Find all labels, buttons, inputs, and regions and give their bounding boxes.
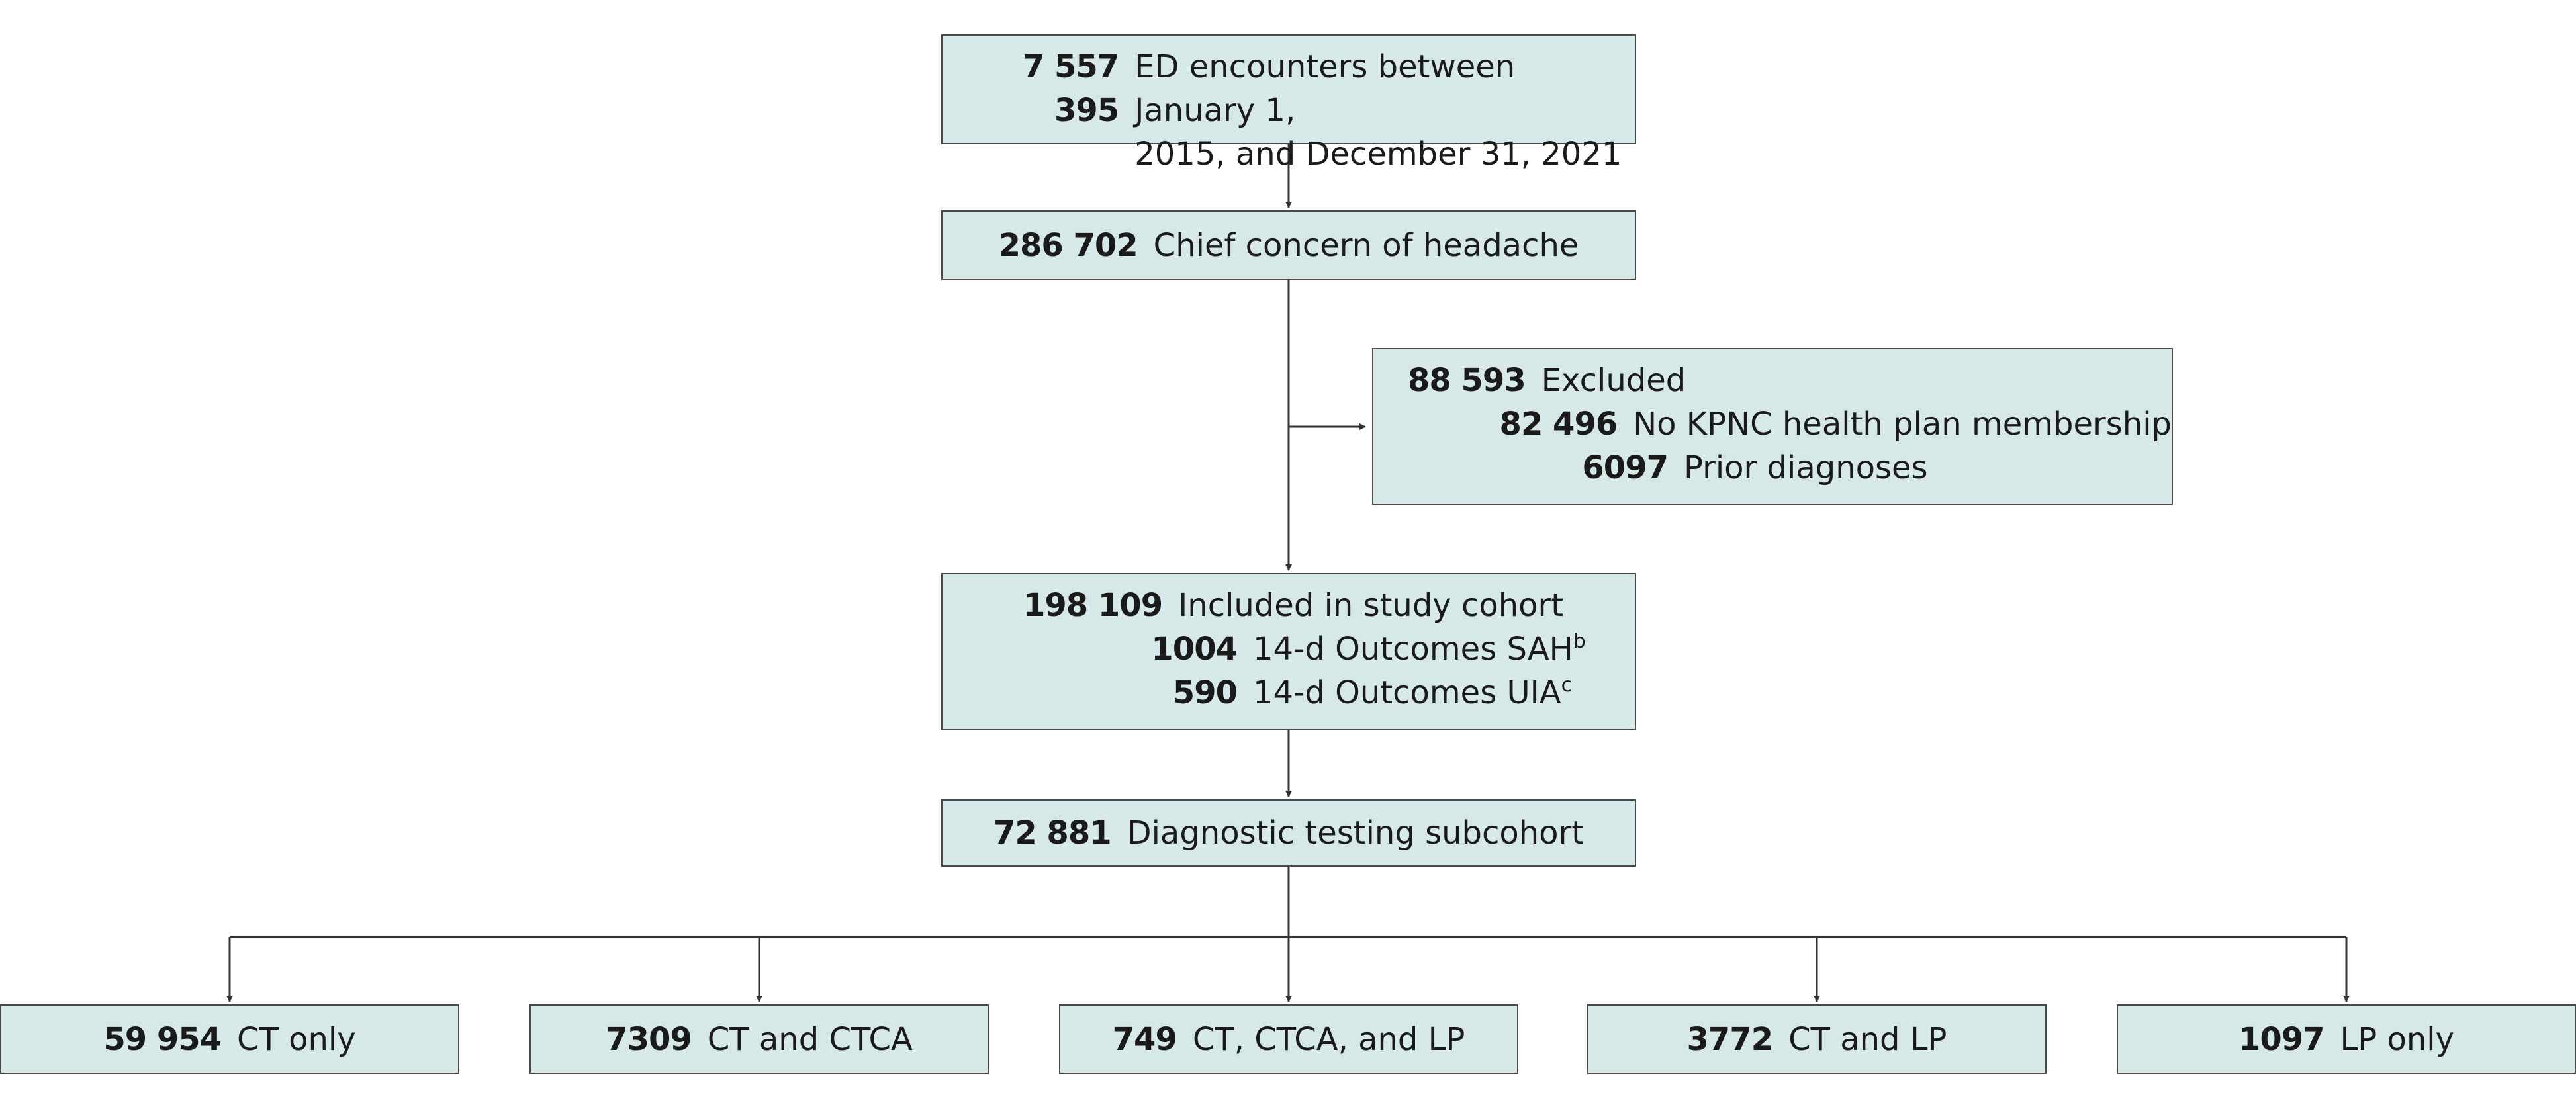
group-count: 1097 bbox=[2238, 1020, 2325, 1058]
footnote-marker: c bbox=[1561, 674, 1573, 697]
excluded-label: Excluded bbox=[1541, 362, 1686, 399]
excluded-count: 88 593 bbox=[1408, 362, 1526, 399]
headache-count: 286 702 bbox=[998, 226, 1138, 264]
cohort-item-count: 590 bbox=[1172, 674, 1238, 711]
group-box-ct-ctca-lp: 749 CT, CTCA, and LP bbox=[1059, 1004, 1518, 1074]
excluded-box: 88 593 Excluded 82 496 No KPNC health pl… bbox=[1372, 348, 2173, 505]
group-label: CT and CTCA bbox=[707, 1020, 913, 1058]
group-label: CT and LP bbox=[1788, 1020, 1947, 1058]
ed-encounters-label-2: 2015, and December 31, 2021 bbox=[1134, 136, 1622, 173]
group-label: LP only bbox=[2340, 1020, 2455, 1058]
group-label: CT only bbox=[237, 1020, 356, 1058]
footnote-marker: b bbox=[1573, 630, 1586, 653]
group-count: 59 954 bbox=[103, 1020, 222, 1058]
cohort-item-label: 14-d Outcomes SAHb bbox=[1253, 630, 1586, 668]
group-count: 3772 bbox=[1686, 1020, 1774, 1058]
excluded-item-label: No KPNC health plan membership bbox=[1633, 406, 2172, 443]
group-box-lp-only: 1097 LP only bbox=[2117, 1004, 2576, 1074]
excluded-item-label: Prior diagnoses bbox=[1684, 449, 1928, 486]
ed-encounters-box: 7 557 395 ED encounters between January … bbox=[941, 34, 1636, 173]
group-label: CT, CTCA, and LP bbox=[1192, 1020, 1465, 1058]
cohort-item-label: 14-d Outcomes UIAc bbox=[1253, 674, 1573, 711]
ed-encounters-count: 7 557 395 bbox=[1022, 48, 1119, 129]
headache-box: 286 702 Chief concern of headache bbox=[941, 210, 1636, 280]
ed-encounters-label-1: ED encounters between January 1, bbox=[1134, 48, 1516, 129]
cohort-count: 198 109 bbox=[1023, 587, 1163, 624]
group-count: 7309 bbox=[606, 1020, 692, 1058]
group-box-ct-only: 59 954 CT only bbox=[0, 1004, 459, 1074]
subcohort-label: Diagnostic testing subcohort bbox=[1127, 815, 1585, 852]
excluded-item-count: 82 496 bbox=[1499, 406, 1618, 443]
excluded-item-count: 6097 bbox=[1582, 449, 1669, 486]
subcohort-count: 72 881 bbox=[993, 815, 1112, 852]
subcohort-box: 72 881 Diagnostic testing subcohort bbox=[941, 799, 1636, 867]
group-count: 749 bbox=[1112, 1020, 1177, 1058]
cohort-label: Included in study cohort bbox=[1178, 587, 1564, 624]
group-box-ct-lp: 3772 CT and LP bbox=[1587, 1004, 2047, 1074]
group-box-ct-ctca: 7309 CT and CTCA bbox=[529, 1004, 989, 1074]
cohort-item-count: 1004 bbox=[1151, 631, 1238, 668]
headache-label: Chief concern of headache bbox=[1153, 226, 1579, 264]
study-cohort-box: 198 109 Included in study cohort 1004 14… bbox=[941, 573, 1636, 730]
